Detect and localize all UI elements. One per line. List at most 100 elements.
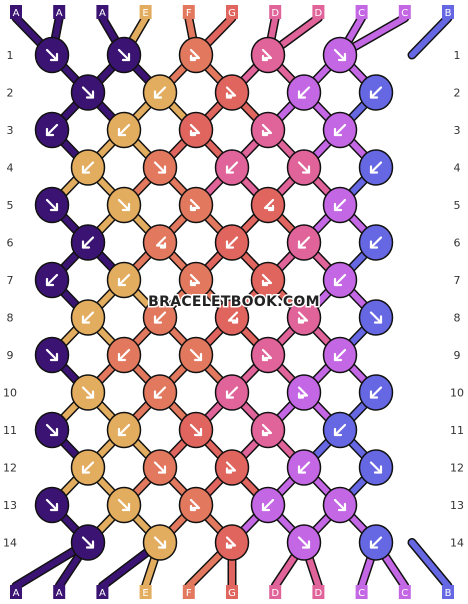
knot[interactable] [106, 411, 142, 449]
knot[interactable] [214, 149, 250, 186]
forward-knot-icon [153, 461, 167, 474]
row-number-left: 5 [7, 199, 14, 212]
knot[interactable] [178, 411, 214, 449]
knot[interactable] [358, 374, 394, 411]
knot[interactable] [106, 486, 142, 524]
backward-knot-icon [333, 423, 347, 437]
knot[interactable] [358, 74, 394, 111]
knot[interactable] [286, 374, 322, 411]
knot[interactable] [250, 336, 286, 374]
row-number-left: 3 [7, 124, 14, 137]
knot[interactable] [70, 74, 106, 111]
knot[interactable] [70, 299, 106, 336]
backward-knot-icon [117, 348, 131, 362]
knot[interactable] [286, 224, 322, 261]
bottom-string-swatch [269, 585, 282, 599]
knot[interactable] [214, 224, 250, 261]
knot[interactable] [34, 486, 70, 524]
knot[interactable] [106, 261, 142, 299]
knot[interactable] [142, 149, 178, 186]
top-string-label: F [186, 8, 192, 19]
knot[interactable] [34, 111, 70, 149]
bottom-string-label: E [142, 588, 148, 599]
knot[interactable] [214, 524, 250, 561]
knot[interactable] [358, 224, 394, 261]
forward-knot-icon [117, 498, 131, 512]
knot[interactable] [106, 336, 142, 374]
bottom-string-label: C [401, 588, 408, 599]
top-string-label: D [271, 8, 279, 19]
knot[interactable] [214, 74, 250, 111]
knot[interactable] [178, 336, 214, 374]
knot[interactable] [34, 261, 70, 299]
knot[interactable] [250, 111, 286, 149]
knot[interactable] [250, 36, 286, 74]
knot[interactable] [34, 336, 70, 374]
knot[interactable] [214, 299, 250, 336]
knot[interactable] [322, 336, 358, 374]
bottom-string-label: G [228, 588, 236, 599]
knot[interactable] [286, 299, 322, 336]
backward-knot-icon [369, 536, 383, 549]
knot[interactable] [142, 74, 178, 111]
knot[interactable] [178, 186, 214, 224]
knot[interactable] [286, 74, 322, 111]
knot[interactable] [34, 411, 70, 449]
knot[interactable] [178, 486, 214, 524]
knot[interactable] [250, 411, 286, 449]
knot[interactable] [142, 524, 178, 561]
knot[interactable] [70, 449, 106, 486]
knot[interactable] [106, 111, 142, 149]
knot-grid [34, 36, 394, 561]
backward-knot-icon [81, 161, 95, 174]
backward-knot-icon [297, 236, 311, 249]
row-number-left: 7 [7, 274, 14, 287]
row-number-left: 12 [3, 462, 17, 475]
knot[interactable] [70, 524, 106, 561]
knot[interactable] [322, 411, 358, 449]
backward-knot-icon [225, 161, 239, 174]
knot[interactable] [358, 149, 394, 186]
row-number-right: 7 [454, 274, 461, 287]
knot[interactable] [142, 224, 178, 261]
knot[interactable] [322, 261, 358, 299]
knot[interactable] [322, 486, 358, 524]
backward-knot-icon [153, 86, 167, 99]
knot[interactable] [178, 111, 214, 149]
knot[interactable] [322, 186, 358, 224]
knot[interactable] [358, 299, 394, 336]
row-number-left: 6 [7, 237, 14, 250]
knot[interactable] [250, 186, 286, 224]
knot[interactable] [358, 449, 394, 486]
knot[interactable] [250, 486, 286, 524]
knot[interactable] [178, 36, 214, 74]
knot[interactable] [106, 186, 142, 224]
knot[interactable] [358, 524, 394, 561]
knot[interactable] [214, 374, 250, 411]
backward-knot-icon [333, 198, 347, 212]
knot[interactable] [286, 524, 322, 561]
knot[interactable] [322, 36, 358, 74]
forward-knot-icon [297, 161, 311, 174]
knot[interactable] [106, 36, 142, 74]
knot[interactable] [178, 261, 214, 299]
knot[interactable] [214, 449, 250, 486]
knot[interactable] [142, 374, 178, 411]
knot[interactable] [142, 449, 178, 486]
knot[interactable] [322, 111, 358, 149]
knot[interactable] [70, 149, 106, 186]
knot[interactable] [70, 374, 106, 411]
backward-knot-icon [333, 348, 347, 362]
knot[interactable] [34, 36, 70, 74]
bottom-string-swatch [226, 585, 238, 599]
knot[interactable] [250, 261, 286, 299]
knot[interactable] [70, 224, 106, 261]
forward-knot-icon [117, 48, 131, 62]
bottom-string-label: C [358, 588, 365, 599]
knot[interactable] [142, 299, 178, 336]
knot[interactable] [286, 149, 322, 186]
backward-knot-icon [225, 386, 239, 399]
knot[interactable] [286, 449, 322, 486]
forward-knot-icon [333, 48, 347, 62]
knot[interactable] [34, 186, 70, 224]
